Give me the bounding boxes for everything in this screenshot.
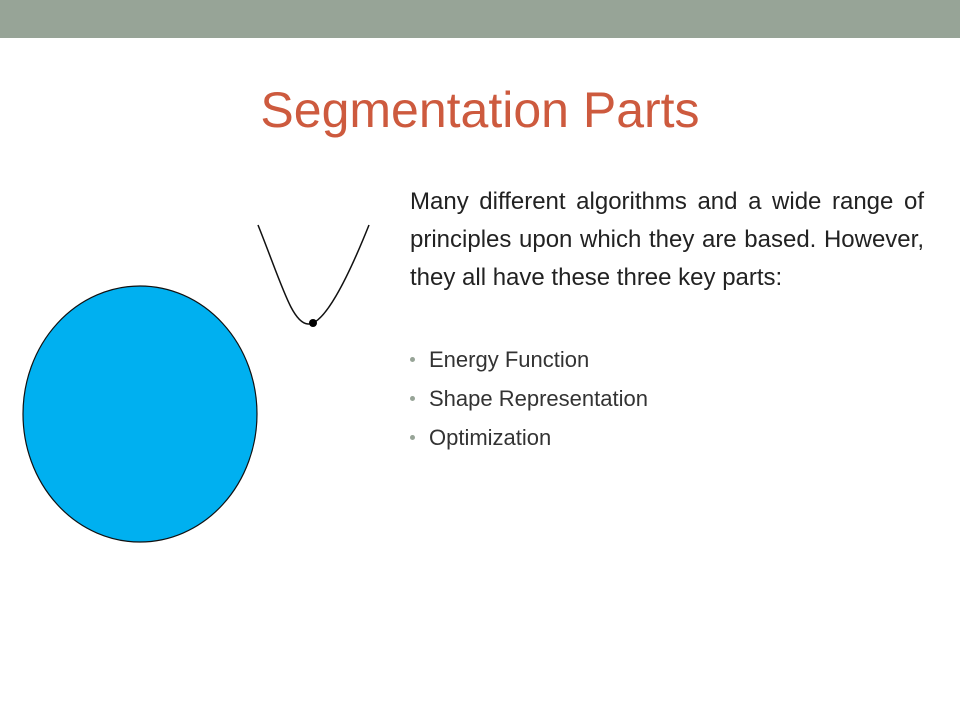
bullet-icon (410, 396, 415, 401)
bullet-label: Optimization (429, 425, 552, 450)
minimum-point-icon (309, 319, 317, 327)
bullet-list: Energy Function Shape Representation Opt… (410, 340, 648, 457)
slide-title: Segmentation Parts (260, 82, 700, 138)
list-item: Shape Representation (410, 379, 648, 418)
bullet-label: Energy Function (429, 347, 590, 372)
energy-curve-icon (257, 224, 370, 325)
top-accent-bar (0, 0, 960, 38)
list-item: Energy Function (410, 340, 648, 379)
body-paragraph: Many different algorithms and a wide ran… (410, 188, 924, 291)
list-item: Optimization (410, 418, 648, 457)
bullet-label: Shape Representation (429, 386, 648, 411)
blue-ellipse-shape (22, 285, 258, 543)
bullet-icon (410, 435, 415, 440)
bullet-icon (410, 357, 415, 362)
